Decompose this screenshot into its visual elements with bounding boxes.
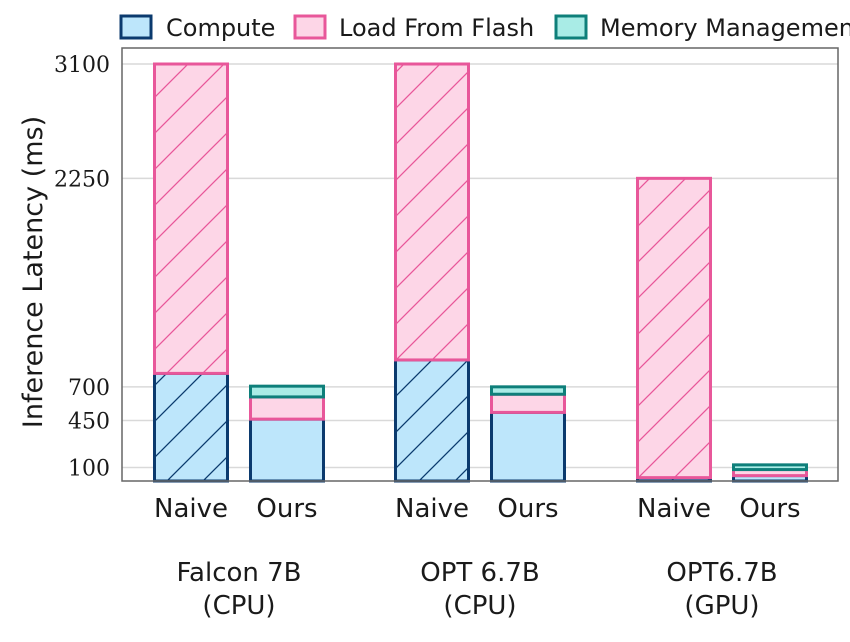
legend-label-memory-management: Memory Management	[600, 14, 850, 42]
bar-segment-memory-management	[490, 385, 566, 396]
y-tick-label: 450	[68, 409, 110, 434]
bar-segment-load-from-flash	[636, 176, 712, 480]
bar-fill	[491, 394, 565, 413]
bar-label: Naive	[395, 494, 469, 524]
bar-fill	[250, 396, 324, 420]
y-tick-label: 2250	[54, 167, 110, 192]
bar-label: Naive	[154, 494, 228, 524]
bar-fill	[733, 475, 807, 481]
bar-segment-compute	[153, 371, 229, 483]
bar-segment-load-from-flash	[249, 395, 325, 421]
bar-hatch	[154, 373, 228, 481]
group-label-line2: (CPU)	[443, 591, 516, 621]
bar-fill	[491, 412, 565, 481]
bar-outline	[636, 176, 712, 480]
bar-segment-load-from-flash	[153, 62, 229, 375]
legend-swatch-load-from-flash	[293, 14, 327, 40]
legend-label-compute: Compute	[166, 14, 275, 42]
bar-segment-compute	[249, 417, 325, 483]
bar-outline	[394, 62, 470, 362]
bar-outline	[249, 384, 325, 399]
bar-fill	[250, 419, 324, 481]
bar-segment-load-from-flash	[394, 62, 470, 362]
bar-segment-compute	[490, 410, 566, 483]
bar-label: Ours	[739, 494, 800, 524]
bar-hatch	[637, 477, 711, 481]
legend: Compute Load From Flash Memory Managemen…	[119, 14, 850, 42]
legend-item-load-from-flash: Load From Flash	[293, 14, 534, 42]
bar-fill	[491, 386, 565, 395]
bar-segment-memory-management	[732, 463, 808, 472]
y-axis-ticks: 100 450 700 2250 3100	[54, 53, 110, 482]
group-label-line1: Falcon 7B	[176, 558, 301, 588]
legend-item-memory-management: Memory Management	[554, 14, 850, 42]
bar-segment-memory-management	[249, 384, 325, 399]
bar-segment-load-from-flash	[490, 392, 566, 414]
y-tick-label: 3100	[54, 53, 110, 78]
legend-item-compute: Compute	[119, 14, 275, 42]
bar-outline	[490, 385, 566, 396]
legend-swatch-memory-management	[554, 14, 588, 40]
gridlines	[122, 63, 838, 469]
bar-fill	[733, 469, 807, 476]
bar-label: Naive	[637, 494, 711, 524]
bar-fill	[250, 386, 324, 397]
bar-hatch	[395, 64, 469, 360]
bar-fill	[733, 464, 807, 470]
plot-frame	[121, 47, 839, 482]
group-label-line2: (GPU)	[684, 591, 759, 621]
bar-label: Ours	[256, 494, 317, 524]
bar-hatch	[395, 359, 469, 481]
bar-hatch	[154, 64, 228, 374]
bar-outline	[153, 62, 229, 375]
bar-label: Ours	[497, 494, 558, 524]
group-label-line1: OPT6.7B	[666, 558, 777, 588]
y-tick-label: 100	[68, 457, 110, 482]
bar-hatch	[637, 178, 711, 478]
y-axis-label: Inference Latency (ms)	[18, 116, 49, 428]
legend-swatch-compute	[119, 14, 153, 40]
legend-label-load-from-flash: Load From Flash	[339, 14, 534, 42]
bars	[153, 62, 808, 483]
bar-outline	[732, 463, 808, 472]
y-tick-label: 700	[68, 376, 110, 401]
bar-segment-compute	[394, 358, 470, 483]
group-label-line1: OPT 6.7B	[420, 558, 539, 588]
group-label-line2: (CPU)	[202, 591, 275, 621]
